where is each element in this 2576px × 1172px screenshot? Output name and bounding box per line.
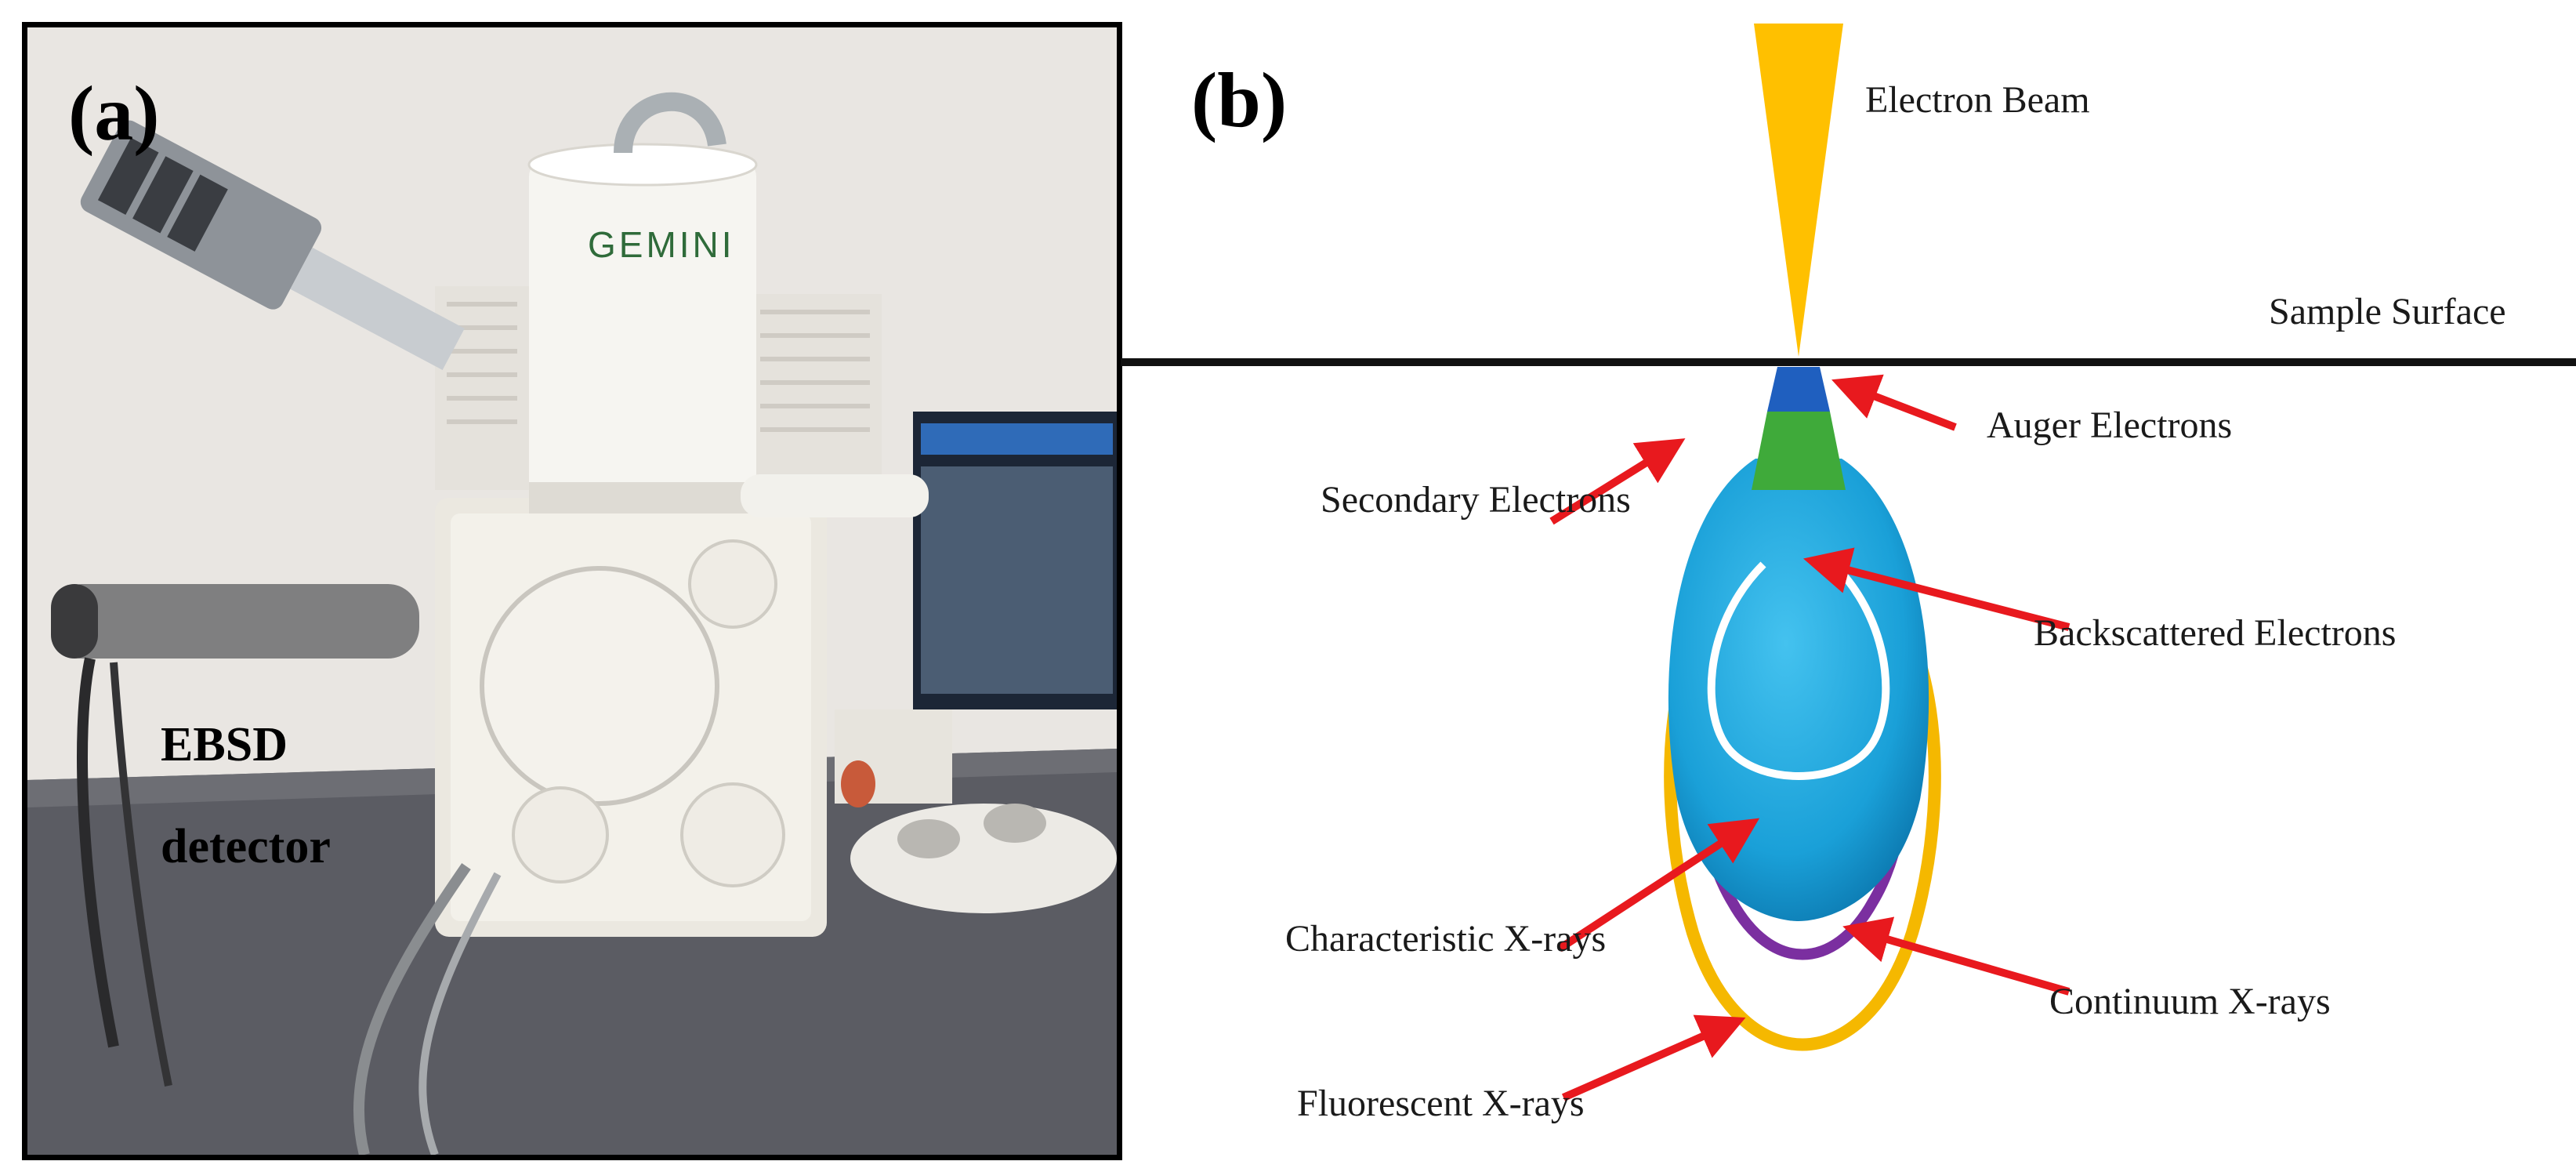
sem-instrument-photo: [27, 27, 1117, 1155]
gemini-brand-text: GEMINI: [588, 224, 735, 265]
ebsd-detector-label-line2: detector: [161, 820, 331, 873]
panel-b-label: (b): [1191, 56, 1288, 143]
characteristic-arrow: [1557, 818, 1760, 952]
continuum-arrow: [1842, 916, 2071, 996]
characteristic-xray-outline: [1707, 561, 1890, 780]
auger-arrow: [1831, 374, 1957, 431]
ebsd-detector-label-line1: EBSD: [161, 718, 288, 771]
interaction-volume-diagram: [1121, 24, 2576, 1101]
secondary-electron-region: [1752, 412, 1846, 490]
backscattered-arrow: [1802, 547, 2071, 631]
secondary-arrow: [1549, 438, 1686, 525]
auger-electrons-label: Auger Electrons: [1987, 405, 2233, 446]
continuum-xrays-label: Continuum X-rays: [2049, 981, 2331, 1022]
panel-a-photo: (a) GEMINI EBSD detector: [22, 22, 1122, 1160]
electron-beam-label: Electron Beam: [1865, 79, 2090, 121]
sample-surface-label: Sample Surface: [2269, 291, 2506, 332]
characteristic-xrays-label: Characteristic X-rays: [1285, 918, 1607, 960]
fluorescent-arrow: [1561, 1014, 1746, 1101]
panel-a-label: (a): [68, 70, 160, 157]
electron-beam-shape: [1754, 24, 1843, 357]
secondary-electrons-label: Secondary Electrons: [1321, 479, 1631, 521]
auger-electron-region: [1767, 367, 1830, 412]
panel-b-diagram: (b) Electron Beam Sample Surface Auger E…: [1121, 0, 2576, 1172]
fluorescent-xrays-label: Fluorescent X-rays: [1297, 1083, 1585, 1124]
backscattered-electrons-label: Backscattered Electrons: [2034, 612, 2397, 654]
